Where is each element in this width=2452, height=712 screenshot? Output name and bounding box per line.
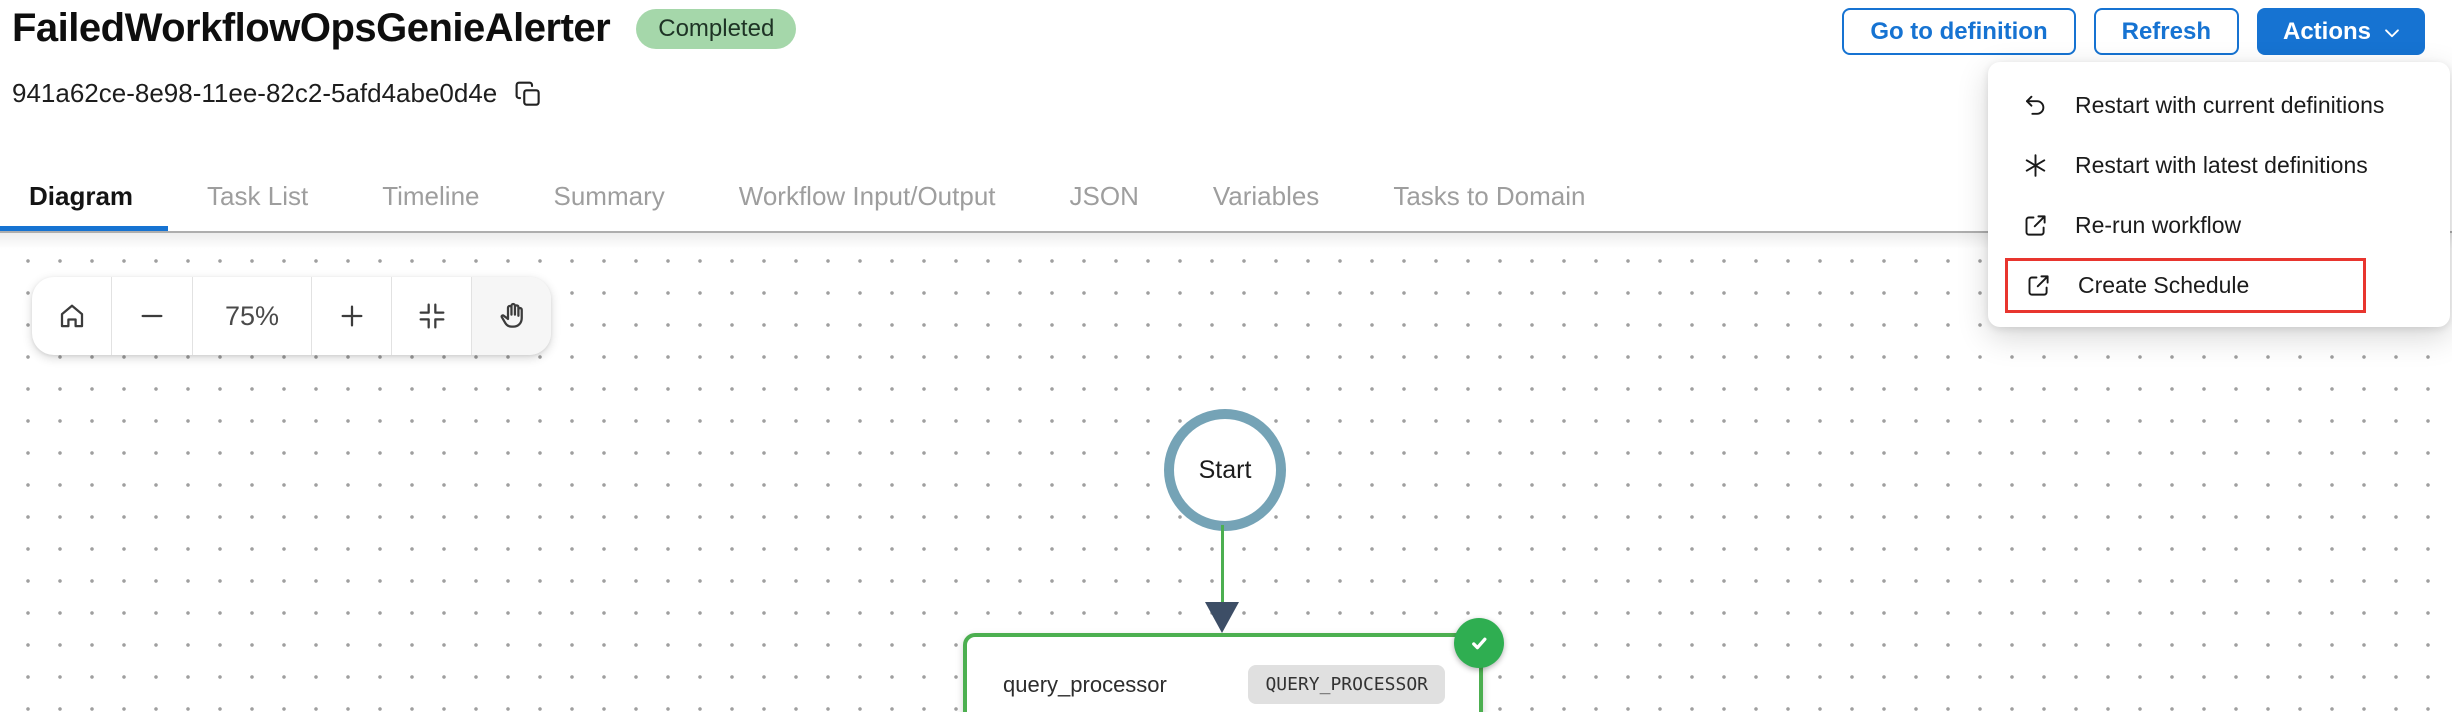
start-node-label: Start xyxy=(1198,455,1252,484)
tab-tasks-to-domain[interactable]: Tasks to Domain xyxy=(1393,181,1586,211)
actions-button[interactable]: Actions xyxy=(2256,8,2425,55)
title-row: FailedWorkflowOpsGenieAlerter Completed xyxy=(12,6,797,51)
undo-icon xyxy=(2022,92,2049,119)
fit-view-icon[interactable] xyxy=(392,277,472,355)
go-to-definition-button[interactable]: Go to definition xyxy=(1842,8,2076,55)
menu-item-restart-latest-definitions[interactable]: Restart with latest definitions xyxy=(1988,135,2450,195)
page-title: FailedWorkflowOpsGenieAlerter xyxy=(12,6,611,50)
home-icon[interactable] xyxy=(32,277,112,355)
tab-divider xyxy=(0,231,2452,233)
menu-item-create-schedule[interactable]: Create Schedule xyxy=(2005,258,2366,313)
menu-item-restart-current-definitions[interactable]: Restart with current definitions xyxy=(1988,75,2450,135)
menu-item-label: Restart with latest definitions xyxy=(2075,151,2368,178)
tab-diagram[interactable]: Diagram xyxy=(29,181,134,211)
tab-variables[interactable]: Variables xyxy=(1212,181,1320,211)
tab-task-list[interactable]: Task List xyxy=(207,181,309,211)
refresh-button[interactable]: Refresh xyxy=(2093,8,2239,55)
external-link-icon xyxy=(2025,272,2052,299)
workflow-edge xyxy=(1221,525,1224,603)
tab-timeline[interactable]: Timeline xyxy=(382,181,480,211)
menu-item-rerun-workflow[interactable]: Re-run workflow xyxy=(1988,195,2450,255)
task-completed-check-icon xyxy=(1454,618,1504,668)
tab-json[interactable]: JSON xyxy=(1069,181,1139,211)
zoom-out-icon[interactable] xyxy=(112,277,193,355)
edge-arrowhead-icon xyxy=(1205,602,1239,633)
tab-summary[interactable]: Summary xyxy=(553,181,665,211)
zoom-in-icon[interactable] xyxy=(312,277,392,355)
chevron-down-icon xyxy=(2385,29,2399,38)
external-link-icon xyxy=(2022,212,2049,239)
menu-item-label: Restart with current definitions xyxy=(2075,91,2385,118)
workflow-id-row: 941a62ce-8e98-11ee-82c2-5afd4abe0d4e xyxy=(12,78,543,109)
actions-menu: Restart with current definitions Restart… xyxy=(1988,62,2450,327)
workflow-id: 941a62ce-8e98-11ee-82c2-5afd4abe0d4e xyxy=(12,78,498,108)
task-type-badge: QUERY_PROCESSOR xyxy=(1248,665,1445,704)
start-node[interactable]: Start xyxy=(1164,409,1286,531)
header-buttons: Go to definition Refresh Actions xyxy=(1842,8,2425,55)
status-badge: Completed xyxy=(636,8,797,49)
tab-workflow-input-output[interactable]: Workflow Input/Output xyxy=(738,181,996,211)
task-node-header: query_processor QUERY_PROCESSOR xyxy=(1003,665,1445,704)
actions-button-label: Actions xyxy=(2282,17,2371,45)
copy-icon[interactable] xyxy=(513,79,543,109)
menu-item-label: Create Schedule xyxy=(2078,272,2250,298)
task-node-query-processor[interactable]: query_processor QUERY_PROCESSOR query_pr… xyxy=(963,633,1483,712)
task-name: query_processor xyxy=(1003,671,1167,697)
active-tab-indicator xyxy=(0,226,168,231)
zoom-toolbar: 75% xyxy=(32,277,551,355)
zoom-level: 75% xyxy=(193,277,312,355)
asterisk-icon xyxy=(2022,152,2049,179)
menu-item-label: Re-run workflow xyxy=(2075,211,2242,238)
pan-hand-icon[interactable] xyxy=(472,277,551,355)
